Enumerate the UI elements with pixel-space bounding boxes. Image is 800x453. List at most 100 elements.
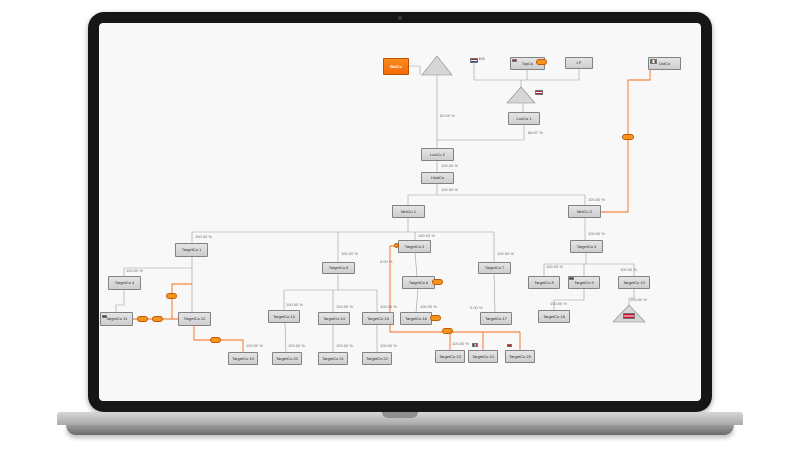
entity-node[interactable]: BidCo xyxy=(383,58,409,75)
percentage-label: 100.00 % xyxy=(497,251,514,256)
highlighted-connector-line xyxy=(171,283,192,319)
entity-node[interactable]: LuxCo 1 xyxy=(508,112,540,125)
connector-line xyxy=(415,288,419,313)
flag-icon xyxy=(507,344,512,347)
connector-line xyxy=(493,273,496,313)
entity-node[interactable]: TargetCo 20 xyxy=(272,352,302,365)
entity-node[interactable]: TargetCo 18 xyxy=(538,310,570,323)
entity-node[interactable]: TargetCo 1 xyxy=(175,243,208,257)
laptop-base xyxy=(57,412,743,425)
entity-node[interactable]: TargetCo 17 xyxy=(480,312,512,325)
percentage-label: 100.00 % xyxy=(336,343,353,348)
connector-line xyxy=(123,267,192,276)
entity-node[interactable]: TargetCo 5 xyxy=(322,262,355,274)
laptop-base-bottom xyxy=(66,425,734,435)
ownership-badge[interactable] xyxy=(210,337,221,343)
connector-line xyxy=(414,252,418,277)
percentage-label: 100.00 % xyxy=(380,343,397,348)
entity-node[interactable]: TargetCo 6 xyxy=(402,276,435,289)
percentage-label: 100.00 % xyxy=(341,251,358,256)
camera-icon xyxy=(398,16,402,20)
percentage-label: 100.00 % xyxy=(546,264,563,269)
entity-node[interactable]: TargetCo 10 xyxy=(618,276,650,289)
connector-line xyxy=(409,65,421,75)
percentage-label: 100.00 % xyxy=(441,163,458,168)
percentage-label: 100.00 % xyxy=(550,301,567,306)
percentage-label: 100.00 % xyxy=(441,187,458,192)
entity-node[interactable]: HoldCo xyxy=(421,172,454,184)
entity-node[interactable]: MidCo 1 xyxy=(392,205,425,218)
percentage-label: 100.00 % xyxy=(588,197,605,202)
entity-node[interactable]: TargetCo 23 xyxy=(435,350,465,363)
percentage-label: 100.00 % xyxy=(336,304,353,309)
entity-node[interactable]: TargetCo 14 xyxy=(318,312,350,325)
entity-node[interactable]: TargetCo 8 xyxy=(528,276,560,289)
flag-icon xyxy=(102,315,107,318)
percentage-label: 100.00 % xyxy=(588,231,605,236)
ownership-badge[interactable] xyxy=(137,316,148,322)
connector-line xyxy=(628,289,635,305)
entity-node[interactable]: TargetCo 24 xyxy=(468,350,498,363)
percentage-label: 100.00 % xyxy=(452,341,469,346)
percentage-label: 100.00 % xyxy=(126,268,143,273)
percentage-label: 50.00 % xyxy=(440,113,455,118)
ownership-badge[interactable] xyxy=(394,243,399,248)
percentage-label: 66.67 % xyxy=(528,130,543,135)
connector-line xyxy=(553,289,585,310)
entity-node[interactable]: TargetCo 13 xyxy=(268,310,300,323)
flag-icon xyxy=(569,277,574,280)
ownership-badge[interactable] xyxy=(432,279,443,285)
connector-line xyxy=(437,125,525,141)
percentage-label: 100.00 % xyxy=(195,234,212,239)
flag-icon xyxy=(472,343,478,347)
ownership-badge[interactable] xyxy=(430,315,441,321)
percentage-label: 100.00 % xyxy=(380,304,397,309)
percentage-label: 100.00 % xyxy=(246,343,263,348)
entity-node[interactable]: TargetCo 2 xyxy=(398,240,431,253)
ownership-badge[interactable] xyxy=(536,59,547,65)
entity-node[interactable]: LuxCo 2 xyxy=(421,148,454,161)
connector-line xyxy=(284,322,287,353)
partnership-triangle[interactable] xyxy=(421,55,453,76)
entity-node[interactable]: MidCo 2 xyxy=(568,205,601,218)
partnership-triangle[interactable] xyxy=(506,86,536,104)
connector-layer xyxy=(115,55,651,353)
ownership-badge[interactable] xyxy=(442,328,453,334)
ownership-badge[interactable] xyxy=(622,134,634,140)
entity-node[interactable]: TargetCo 3 xyxy=(570,240,603,253)
laptop-base-notch xyxy=(382,412,418,418)
percentage-label: 100.00 % xyxy=(630,297,647,302)
percentage-label: 100.00 % xyxy=(288,343,305,348)
entity-node[interactable]: TargetCo 21 xyxy=(318,352,348,365)
entity-node[interactable]: TargetCo 12 xyxy=(178,312,211,326)
entity-node[interactable]: TargetCo 22 xyxy=(362,352,392,365)
entity-node[interactable]: TargetCo 25 xyxy=(505,350,535,363)
flag-icon xyxy=(512,59,517,62)
entity-node[interactable]: TargetCo 11 xyxy=(100,312,133,326)
entity-node[interactable]: TargetCo 9 xyxy=(568,276,600,289)
entity-node[interactable]: TargetCo 15 xyxy=(362,312,394,325)
entity-node[interactable]: TargetCo 4 xyxy=(108,276,141,290)
percentage-label: 100.00 % xyxy=(286,302,303,307)
entity-node[interactable]: TargetCo 7 xyxy=(478,262,511,274)
flag-icon xyxy=(470,58,478,63)
ownership-badge[interactable] xyxy=(152,316,163,322)
entity-node[interactable]: LP xyxy=(565,57,593,69)
entity-node[interactable]: TargetCo 19 xyxy=(228,352,258,365)
entity-tag-label: KG xyxy=(479,56,485,61)
percentage-label: 0.00 % xyxy=(380,259,393,264)
highlighted-connector-line xyxy=(601,70,651,213)
highlighted-connector-line xyxy=(389,245,451,350)
flag-icon xyxy=(535,90,543,95)
entity-node[interactable]: TargetCo 16 xyxy=(400,312,432,325)
percentage-label: 100.00 % xyxy=(418,233,435,238)
ownership-badge[interactable] xyxy=(166,293,177,299)
flag-icon xyxy=(650,59,657,64)
percentage-label: 100.00 % xyxy=(420,304,437,309)
flag-icon xyxy=(623,313,635,319)
percentage-label: 100.00 % xyxy=(620,267,637,272)
